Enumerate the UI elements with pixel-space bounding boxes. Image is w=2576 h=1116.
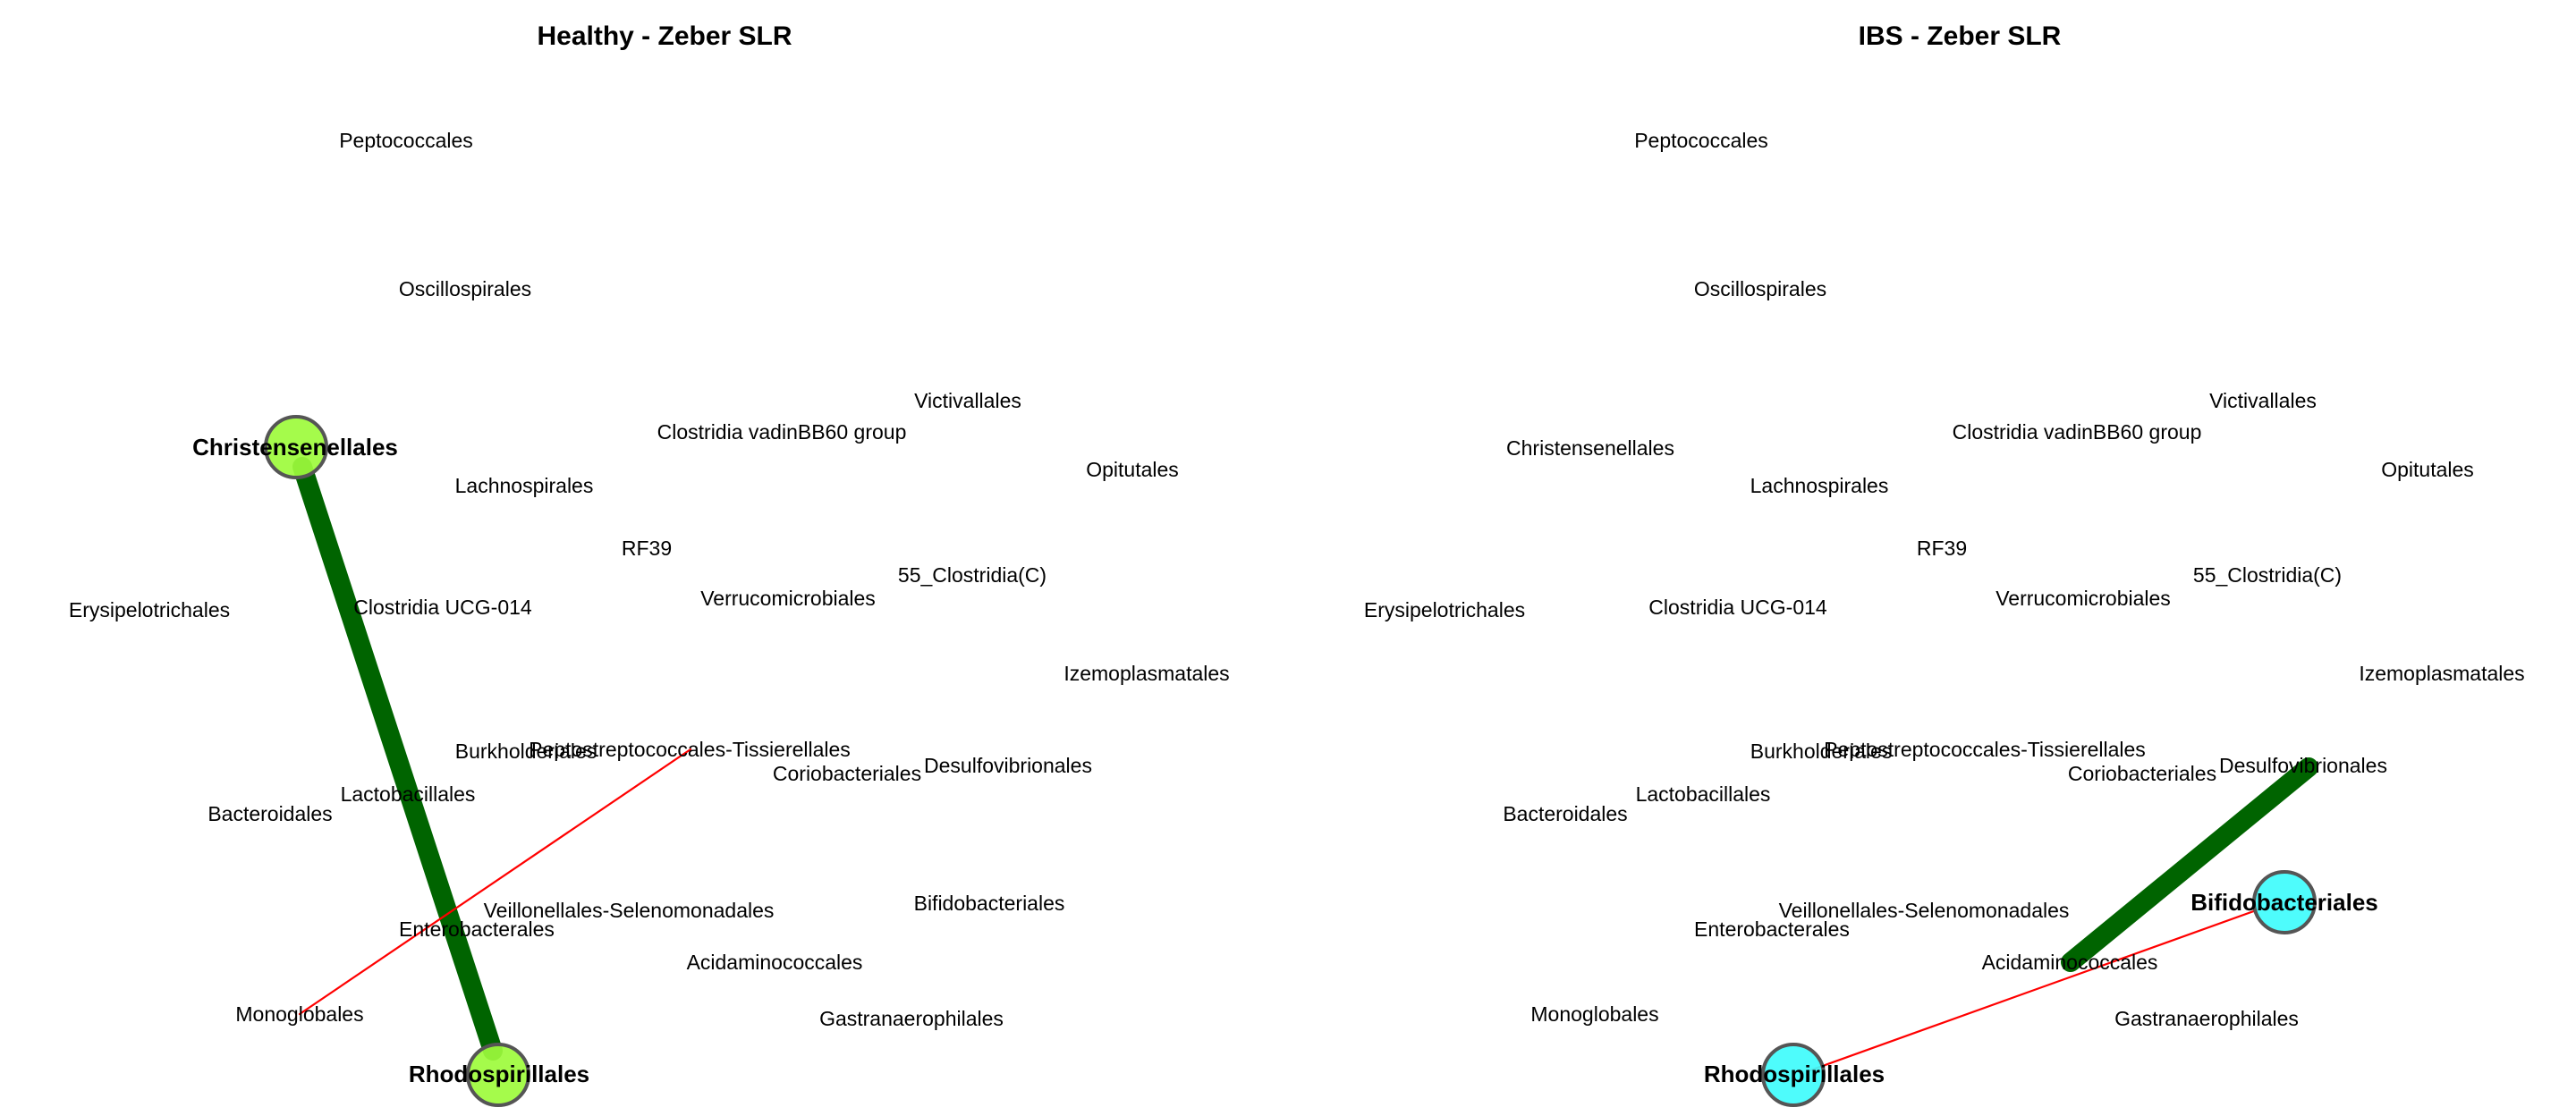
ibs-node-bifidobacteriales	[2252, 870, 2317, 934]
ibs-label-izemoplasmatales: Izemoplasmatales	[2359, 662, 2524, 685]
ibs-label-erysipelotrichales: Erysipelotrichales	[1364, 598, 1525, 621]
healthy-label-55-clostridia-c: 55_Clostridia(C)	[898, 563, 1046, 587]
ibs-label-acidaminococcales: Acidaminococcales	[1982, 951, 2158, 974]
ibs-panel-title: IBS - Zeber SLR	[1859, 21, 2062, 51]
ibs-label-clostridia-ucg-014: Clostridia UCG-014	[1648, 596, 1827, 619]
ibs-label-bacteroidales: Bacteroidales	[1503, 802, 1627, 825]
healthy-label-izemoplasmatales: Izemoplasmatales	[1063, 662, 1229, 685]
ibs-label-oscillospirales: Oscillospirales	[1694, 277, 1826, 300]
healthy-label-veillonellales: Veillonellales-Selenomonadales	[484, 899, 775, 922]
healthy-label-peptostreptococcales: Peptostreptococcales-Tissierellales	[529, 738, 851, 761]
healthy-node-christensenellales	[264, 415, 328, 479]
ibs-label-burkholderiales: Burkholderiales	[1750, 740, 1893, 763]
ibs-network-panel: IBS - Zeber SLR PeptococcalesOscillospir…	[1364, 21, 2525, 1107]
healthy-label-burkholderiales: Burkholderiales	[455, 740, 597, 763]
ibs-node-rhodospirillales	[1761, 1043, 1826, 1107]
ibs-label-rhodospirillales: Rhodospirillales	[1704, 1061, 1885, 1087]
healthy-node-labels: PeptococcalesOscillospiralesVictivallale…	[69, 129, 1230, 1087]
ibs-label-monoglobales: Monoglobales	[1530, 1002, 1658, 1026]
ibs-label-peptostreptococcales: Peptostreptococcales-Tissierellales	[1824, 738, 2146, 761]
healthy-label-peptococcales: Peptococcales	[339, 129, 473, 152]
ibs-label-christensenellales: Christensenellales	[1506, 436, 1674, 460]
healthy-hub-nodes	[264, 415, 530, 1107]
healthy-node-rhodospirillales	[466, 1043, 530, 1107]
healthy-label-acidaminococcales: Acidaminococcales	[687, 951, 863, 974]
healthy-label-rhodospirillales: Rhodospirillales	[409, 1061, 589, 1087]
ibs-label-gastranaerophilales: Gastranaerophilales	[2114, 1007, 2299, 1030]
ibs-label-55-clostridia-c: 55_Clostridia(C)	[2193, 563, 2342, 587]
ibs-label-opitutales: Opitutales	[2381, 458, 2474, 481]
healthy-edge-peptostreptococcales-monoglobales	[298, 748, 692, 1016]
healthy-label-christensenellales: Christensenellales	[192, 434, 398, 461]
ibs-label-veillonellales: Veillonellales-Selenomonadales	[1779, 899, 2070, 922]
ibs-label-victivallales: Victivallales	[2209, 389, 2317, 412]
healthy-label-clostridia-vadinbb60: Clostridia vadinBB60 group	[657, 420, 907, 444]
ibs-node-labels: PeptococcalesOscillospiralesVictivallale…	[1364, 129, 2525, 1087]
healthy-label-clostridia-ucg-014: Clostridia UCG-014	[353, 596, 532, 619]
healthy-edge-christensenellales-rhodospirillales	[292, 457, 503, 1061]
ibs-label-clostridia-vadinbb60: Clostridia vadinBB60 group	[1953, 420, 2202, 444]
healthy-label-erysipelotrichales: Erysipelotrichales	[69, 598, 230, 621]
ibs-label-verrucomicrobiales: Verrucomicrobiales	[1996, 587, 2171, 610]
ibs-label-peptococcales: Peptococcales	[1634, 129, 1768, 152]
healthy-edges	[292, 457, 692, 1061]
healthy-label-verrucomicrobiales: Verrucomicrobiales	[700, 587, 876, 610]
healthy-label-lachnospirales: Lachnospirales	[455, 474, 594, 497]
ibs-edge-desulfovibrionales-acidaminococcales	[2061, 757, 2318, 972]
ibs-label-enterobacterales: Enterobacterales	[1694, 917, 1850, 941]
healthy-label-enterobacterales: Enterobacterales	[399, 917, 555, 941]
healthy-label-monoglobales: Monoglobales	[235, 1002, 363, 1026]
healthy-label-coriobacteriales: Coriobacteriales	[773, 762, 921, 785]
healthy-label-opitutales: Opitutales	[1086, 458, 1179, 481]
ibs-label-coriobacteriales: Coriobacteriales	[2068, 762, 2216, 785]
healthy-panel-title: Healthy - Zeber SLR	[537, 21, 792, 51]
healthy-label-bifidobacteriales: Bifidobacteriales	[914, 892, 1065, 915]
ibs-label-bifidobacteriales: Bifidobacteriales	[2190, 889, 2378, 916]
healthy-label-desulfovibrionales: Desulfovibrionales	[924, 754, 1092, 777]
ibs-label-rf39: RF39	[1917, 537, 1967, 560]
ibs-label-lactobacillales: Lactobacillales	[1636, 782, 1771, 806]
ibs-edge-rhodospirillales-bifidobacteriales	[1806, 907, 2263, 1073]
healthy-network-panel: Healthy - Zeber SLR PeptococcalesOscillo…	[69, 21, 1230, 1107]
healthy-label-gastranaerophilales: Gastranaerophilales	[819, 1007, 1004, 1030]
ibs-hub-nodes	[1761, 870, 2317, 1107]
healthy-label-victivallales: Victivallales	[914, 389, 1021, 412]
healthy-label-rf39: RF39	[622, 537, 672, 560]
healthy-label-oscillospirales: Oscillospirales	[399, 277, 531, 300]
ibs-label-desulfovibrionales: Desulfovibrionales	[2219, 754, 2387, 777]
healthy-label-bacteroidales: Bacteroidales	[208, 802, 332, 825]
ibs-label-lachnospirales: Lachnospirales	[1750, 474, 1889, 497]
ibs-edges	[1806, 757, 2318, 1073]
healthy-label-lactobacillales: Lactobacillales	[341, 782, 476, 806]
